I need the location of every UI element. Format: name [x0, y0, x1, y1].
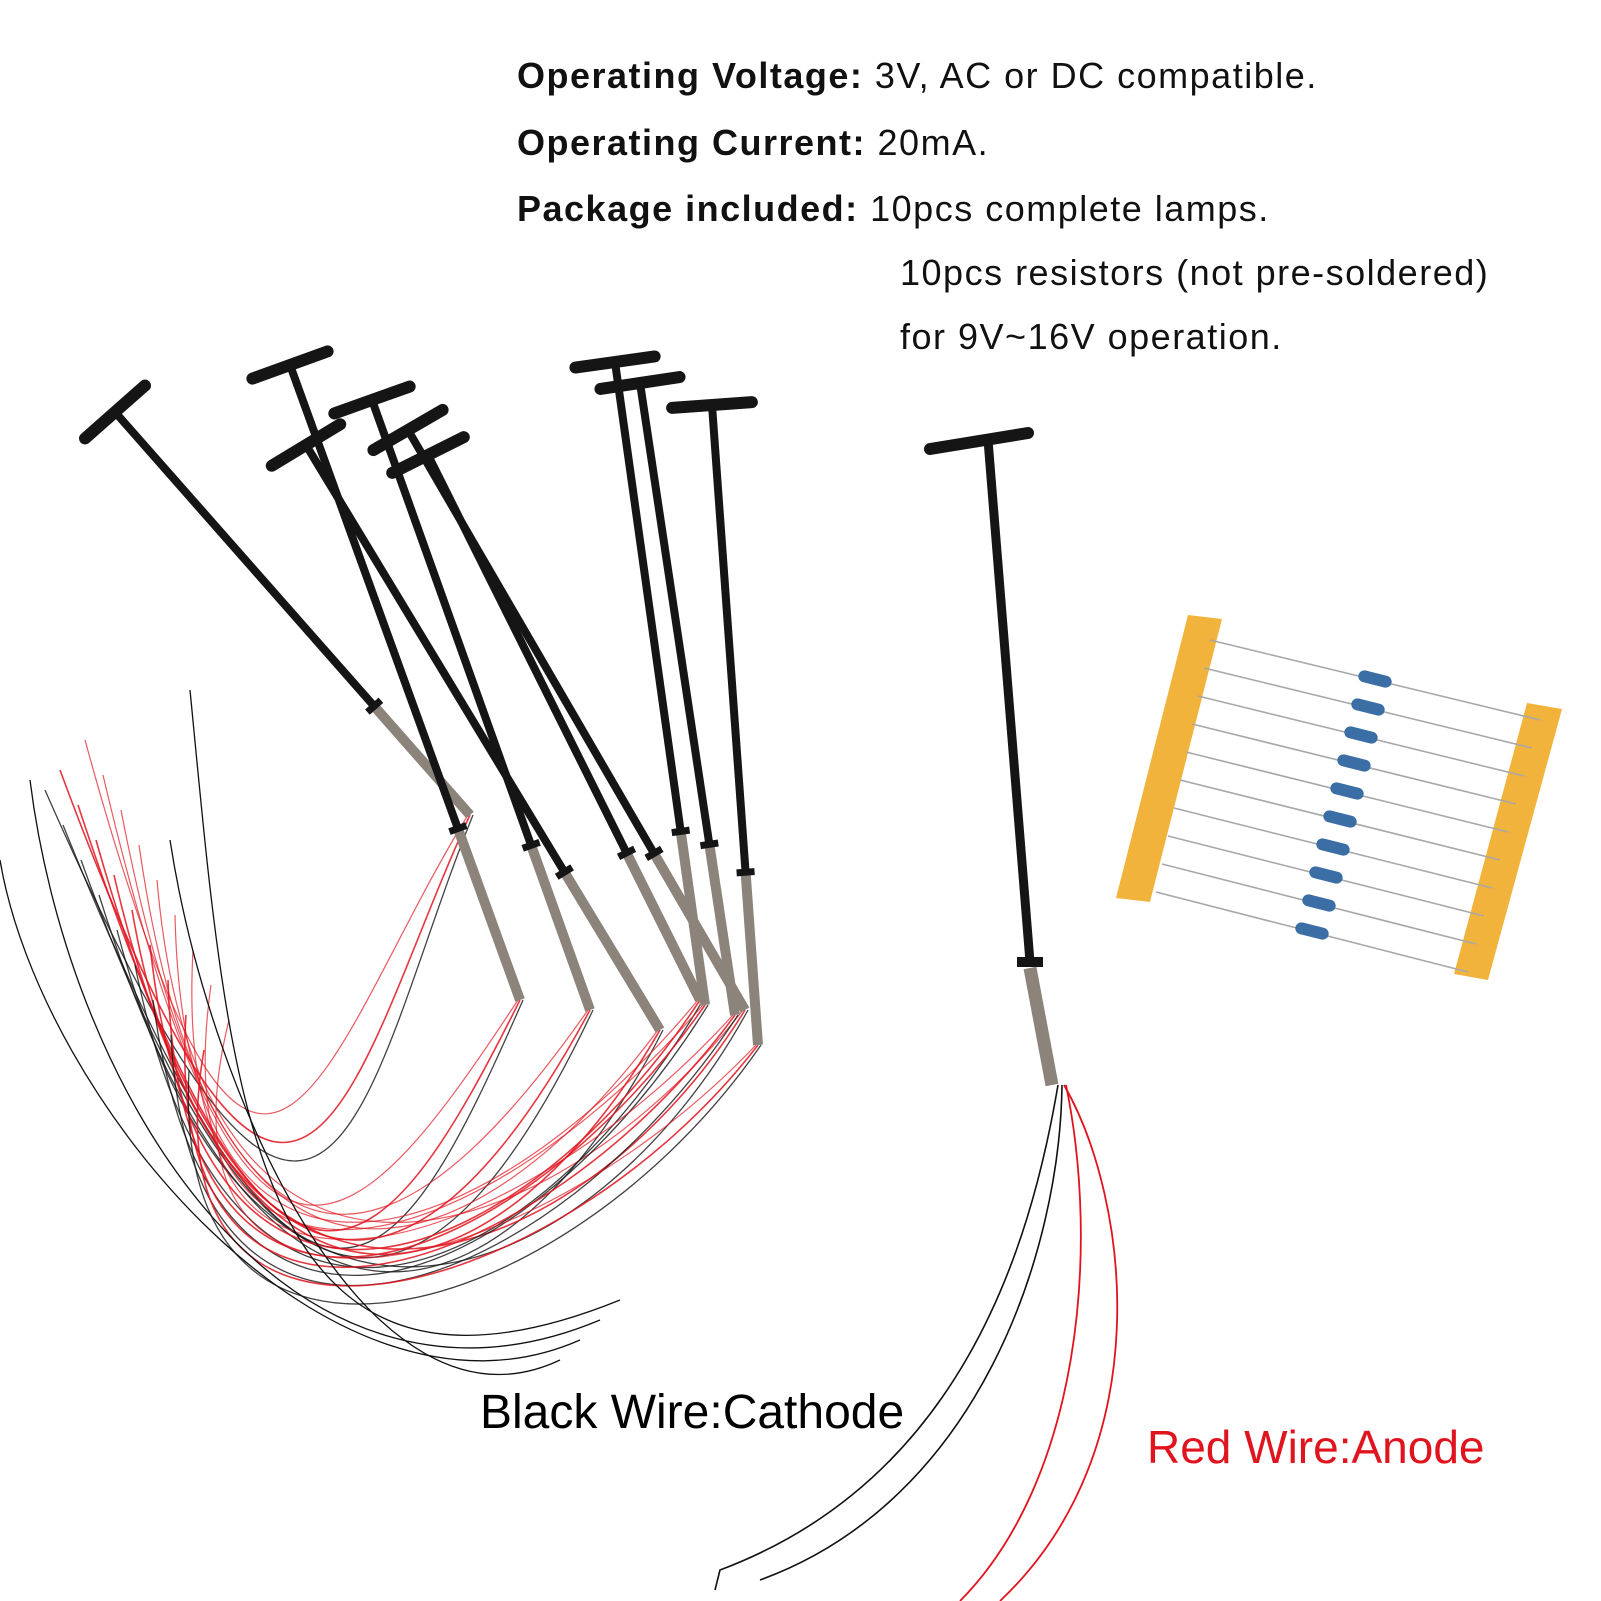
red-wire — [204, 984, 734, 1240]
lamp-pole — [636, 382, 714, 845]
lamp-head — [924, 427, 1034, 455]
lamp-sleeve — [740, 871, 763, 1046]
red-wire — [959, 1084, 1082, 1601]
red-wire — [149, 944, 701, 1251]
tape-left — [1116, 615, 1222, 902]
lamp-sleeve — [370, 702, 474, 819]
lamp-collar — [521, 838, 541, 852]
resistor — [1302, 894, 1336, 912]
lamp-head — [594, 371, 686, 395]
lamp-head — [386, 431, 470, 479]
black-wire — [0, 859, 581, 1362]
black-wire — [169, 839, 561, 1375]
lamp-head — [78, 379, 152, 445]
red-wire — [191, 949, 704, 1231]
lamp-collar — [616, 845, 637, 861]
lamp-pole — [611, 361, 685, 832]
black-wire-label: Black Wire:Cathode — [480, 1386, 905, 1439]
lamp-sleeve — [704, 843, 740, 1016]
lamp-head — [569, 350, 661, 374]
black-wire — [714, 1084, 1059, 1591]
lamp-collar — [554, 864, 574, 880]
lamp-head — [328, 380, 416, 420]
lamp-head — [246, 345, 334, 385]
lamp-pole — [983, 439, 1035, 963]
red-wire — [156, 879, 744, 1223]
spec-package-line-2: 10pcs resistors (not pre-soldered) — [900, 252, 1490, 293]
lamp — [78, 379, 474, 819]
black-wire — [29, 779, 601, 1349]
lamp-head — [265, 418, 347, 472]
single-lamp-with-wires — [714, 427, 1119, 1601]
lamp-sleeve — [1023, 966, 1059, 1087]
lamp-sleeve — [526, 843, 595, 1012]
black-wire — [187, 1044, 762, 1305]
red-wire — [102, 774, 519, 1206]
spec-voltage: Operating Voltage: 3V, AC or DC compatib… — [517, 55, 1318, 97]
resistor — [1351, 698, 1385, 716]
lamp-pole — [111, 409, 378, 709]
spec-package-line-1: 10pcs complete lamps. — [870, 188, 1270, 229]
red-wire — [215, 1019, 757, 1259]
black-wire — [759, 1084, 1063, 1581]
resistor — [1337, 754, 1371, 772]
resistor-strip — [1116, 615, 1562, 980]
lamp-pole — [302, 442, 568, 875]
black-wire — [152, 999, 709, 1276]
spec-current-value: 20mA. — [877, 122, 990, 163]
lamp-collar — [644, 845, 664, 861]
spec-current-label: Operating Current: — [517, 122, 867, 163]
red-wire — [138, 844, 659, 1230]
red-wire — [196, 1044, 759, 1287]
lamp-pole — [708, 404, 750, 873]
resistor — [1295, 922, 1329, 940]
red-wire-label: Red Wire:Anode — [1147, 1421, 1485, 1473]
spec-current: Operating Current: 20mA. — [517, 122, 989, 164]
resistor — [1344, 726, 1378, 744]
lamp-sleeve — [453, 826, 525, 1002]
red-wire — [84, 739, 469, 1115]
lamp — [594, 371, 740, 1016]
black-wire — [98, 894, 664, 1273]
red-wire — [59, 769, 471, 1144]
resistor — [1330, 782, 1364, 800]
spec-voltage-value: 3V, AC or DC compatible. — [874, 55, 1318, 96]
lamp-collar — [736, 868, 755, 877]
red-wire — [174, 914, 699, 1223]
lamp-poles — [78, 345, 763, 1046]
lamp-sleeve — [560, 869, 665, 1033]
lamp-wires-bundle — [0, 689, 762, 1375]
spec-package-line-3: for 9V~16V operation. — [900, 316, 1283, 357]
spec-package: Package included: 10pcs complete lamps. — [517, 188, 1270, 230]
black-wire — [170, 1014, 739, 1287]
red-wire — [999, 1084, 1119, 1601]
tape-right — [1454, 703, 1562, 980]
resistor — [1358, 670, 1392, 688]
lamp-sleeve — [622, 850, 705, 1003]
lamp-head — [367, 403, 449, 457]
lamp-collar — [671, 826, 691, 837]
spec-voltage-label: Operating Voltage: — [517, 55, 864, 96]
lamp-head — [666, 396, 758, 414]
lamp-sleeve — [675, 830, 710, 1006]
lamp — [265, 418, 665, 1033]
resistor — [1316, 838, 1350, 856]
red-wire — [95, 839, 591, 1241]
black-wire — [80, 859, 594, 1259]
lamp — [569, 350, 710, 1006]
lamp-pole — [424, 453, 631, 855]
lamp-collar — [365, 697, 384, 715]
lamp-collar — [448, 822, 468, 835]
black-wire — [189, 689, 621, 1336]
lamp — [386, 431, 705, 1003]
lamp-collar — [699, 839, 719, 850]
resistor — [1323, 810, 1357, 828]
spec-package-label: Package included: — [517, 188, 859, 229]
resistor — [1309, 866, 1343, 884]
red-wire — [120, 809, 589, 1215]
lamp — [666, 396, 763, 1046]
red-wire — [131, 909, 746, 1250]
black-wire — [44, 789, 474, 1162]
